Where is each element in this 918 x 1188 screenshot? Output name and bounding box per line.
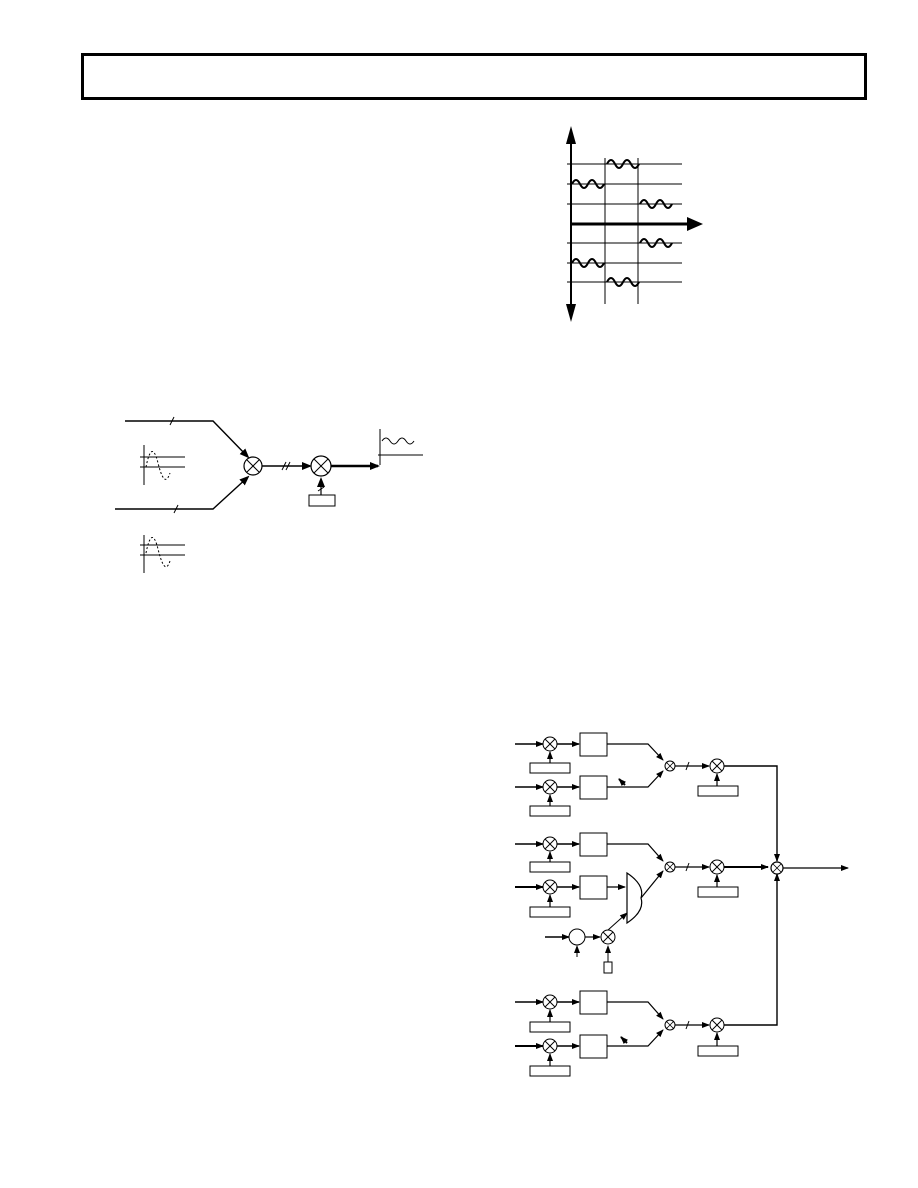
filter-block xyxy=(579,875,608,900)
control-box xyxy=(529,762,571,774)
filter-block xyxy=(579,775,608,800)
filter-block xyxy=(579,990,608,1015)
output-spectrum xyxy=(378,429,423,465)
multiplier-icon xyxy=(709,859,725,875)
control-box xyxy=(529,861,571,873)
control-box xyxy=(529,906,571,918)
multiplexer-icon xyxy=(626,871,643,925)
control-box xyxy=(697,1045,739,1057)
sine-wave-icon xyxy=(606,159,640,169)
axis-arrow-right-icon xyxy=(687,217,703,231)
multiplier-icon xyxy=(542,836,558,852)
modulator-block-diagram xyxy=(515,732,849,1077)
mixer-diagram xyxy=(115,416,423,573)
multiplier-icon xyxy=(310,455,332,477)
multiplier-icon xyxy=(542,736,558,752)
control-box xyxy=(308,494,336,507)
multiplier-icon xyxy=(664,861,676,873)
sine-wave-icon xyxy=(639,238,673,248)
multiplier-icon xyxy=(542,1038,558,1054)
upper-input-waveform xyxy=(140,445,185,485)
channel-group-a xyxy=(515,732,780,862)
multiplier-icon xyxy=(709,1017,725,1033)
lower-input-line xyxy=(115,475,250,510)
upper-input-line xyxy=(125,420,250,459)
sine-wave-icon xyxy=(606,277,640,287)
filter-block xyxy=(579,832,608,857)
control-box xyxy=(603,961,613,974)
channel-group-c xyxy=(515,873,780,1077)
multiplier-icon xyxy=(709,758,725,774)
multiplier-icon xyxy=(542,879,558,895)
oscillator-node xyxy=(568,928,586,946)
lower-input-waveform xyxy=(140,535,185,573)
multiplier-icon xyxy=(664,760,676,772)
sine-wave-icon xyxy=(639,199,673,209)
control-box xyxy=(697,785,739,797)
frequency-plan-diagram xyxy=(566,126,703,322)
control-box xyxy=(529,805,571,817)
control-box xyxy=(697,886,739,898)
multiplier-icon xyxy=(243,456,263,476)
sine-wave-icon xyxy=(145,451,171,480)
grid-lines xyxy=(567,158,682,304)
filter-block xyxy=(579,1034,608,1059)
multiplier-icon xyxy=(600,929,616,945)
multiplier-icon xyxy=(664,1019,676,1031)
sine-wave-icon xyxy=(381,437,415,445)
control-box xyxy=(529,1065,571,1077)
sine-wave-icon xyxy=(145,537,171,568)
filter-block xyxy=(579,732,608,757)
axis-arrow-up-icon xyxy=(566,126,576,144)
sine-wave-icon xyxy=(571,258,605,268)
control-box xyxy=(529,1021,571,1033)
axis-arrow-down-icon xyxy=(566,304,576,322)
page-header-box xyxy=(81,53,867,100)
sine-wave-icon xyxy=(571,179,605,189)
multiplier-icon xyxy=(542,994,558,1010)
signal-bands xyxy=(571,159,673,287)
multiplier-icon xyxy=(542,779,558,795)
channel-group-b xyxy=(515,832,769,974)
summer-icon xyxy=(770,861,784,875)
